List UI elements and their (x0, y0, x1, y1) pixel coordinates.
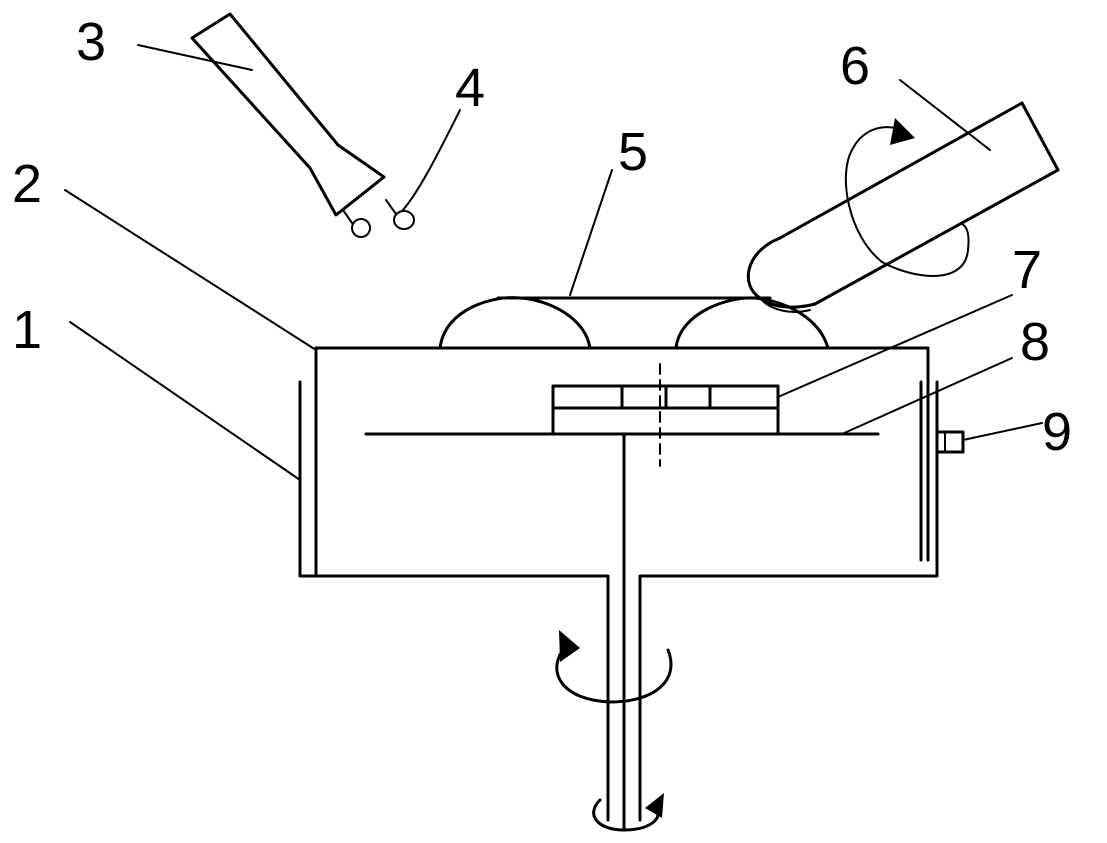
droplets (342, 199, 415, 238)
label-4: 4 (455, 58, 485, 118)
label-7: 7 (1012, 240, 1042, 300)
label-5: 5 (618, 122, 648, 182)
label-6: 6 (840, 36, 870, 96)
label-3: 3 (76, 12, 106, 72)
melt-pools (438, 296, 830, 350)
label-1: 1 (12, 300, 42, 360)
part-labels: 3 4 5 6 2 7 1 8 9 (12, 12, 1072, 462)
heating-tool (746, 101, 1060, 313)
shaft (622, 363, 661, 832)
label-8: 8 (1020, 312, 1050, 372)
leader-lines (64, 44, 1043, 481)
outer-shell (298, 380, 939, 822)
substrate (551, 384, 780, 436)
label-2: 2 (12, 154, 42, 214)
inner-vessel (314, 346, 930, 578)
label-9: 9 (1042, 402, 1072, 462)
rotation-arrow-lower (592, 793, 664, 832)
nozzle (190, 12, 386, 217)
port-fitting (935, 430, 965, 454)
rotation-arrow-upper (555, 630, 673, 704)
